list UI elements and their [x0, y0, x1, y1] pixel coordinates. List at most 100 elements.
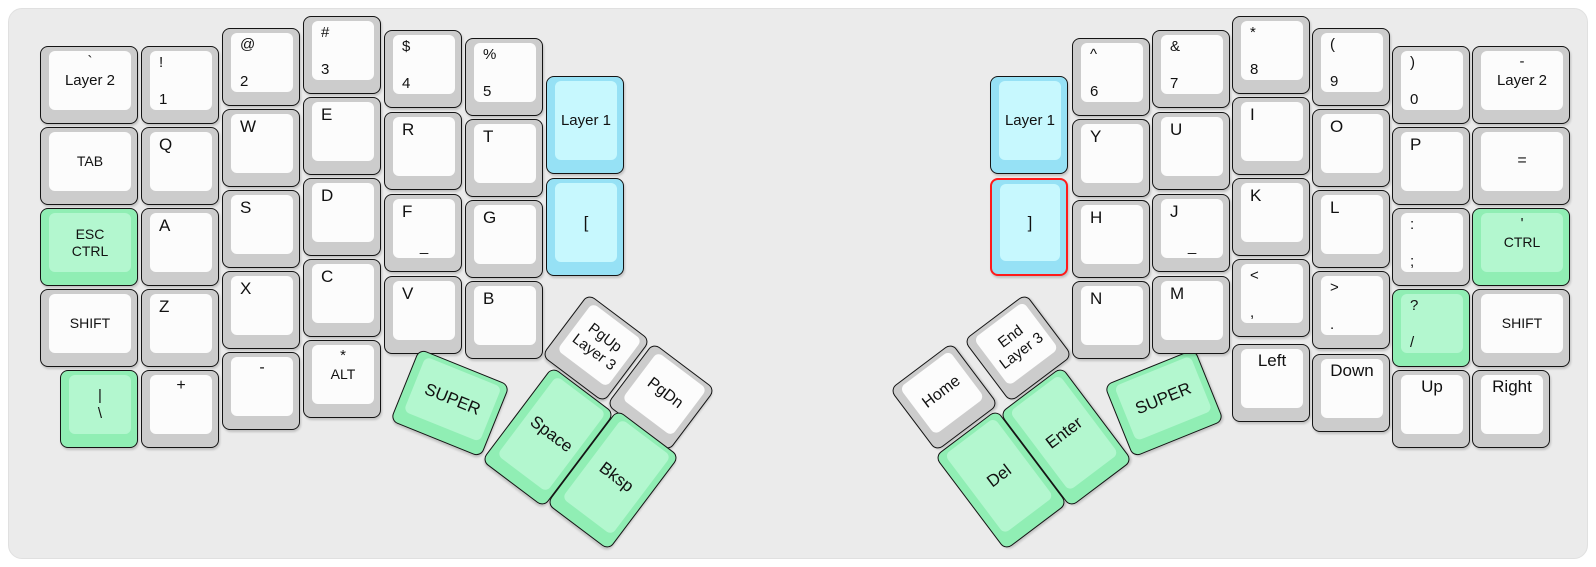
key-legend: PgDn — [643, 374, 687, 413]
keycap-face: SHIFT — [1481, 294, 1563, 353]
keycap-face: D — [312, 183, 374, 242]
keycap-face: Z — [150, 294, 212, 353]
key-legend: < — [1250, 267, 1259, 284]
key-k[interactable]: K — [1232, 178, 1310, 256]
key-left[interactable]: Left — [1232, 344, 1310, 422]
keycap-face: ?/ — [1401, 294, 1463, 353]
key-legend: ( — [1330, 36, 1335, 53]
key-legend: 3 — [321, 61, 330, 78]
key-0[interactable]: )0 — [1392, 46, 1470, 124]
key-period[interactable]: >. — [1312, 271, 1390, 349]
key-h[interactable]: H — [1072, 200, 1150, 278]
key-layer2-left[interactable]: Layer 2` — [40, 46, 138, 124]
key-legend: - — [259, 359, 265, 376]
key-legend: I — [1250, 105, 1255, 124]
key-6[interactable]: ^6 — [1072, 38, 1150, 116]
key-a[interactable]: A — [141, 208, 219, 286]
key-super-left[interactable]: SUPER — [389, 348, 511, 458]
key-legend: F — [402, 202, 413, 221]
key-5[interactable]: %5 — [465, 38, 543, 116]
key-comma[interactable]: <, — [1232, 259, 1310, 337]
key-right[interactable]: Right — [1472, 370, 1550, 448]
keycap-face: N — [1081, 286, 1143, 345]
key-j[interactable]: J_ — [1152, 194, 1230, 272]
key-w[interactable]: W — [222, 109, 300, 187]
key-e[interactable]: E — [303, 97, 381, 175]
keycap-face: %5 — [474, 43, 536, 102]
key-8[interactable]: *8 — [1232, 16, 1310, 94]
key-shift-left[interactable]: SHIFT — [40, 289, 138, 367]
key-star-alt[interactable]: ALT* — [303, 340, 381, 418]
key-quote-ctrl[interactable]: CTRL' — [1472, 208, 1570, 286]
key-legend: Layer 2 — [1496, 71, 1548, 89]
key-4[interactable]: $4 — [384, 30, 462, 108]
key-legend: 1 — [159, 91, 168, 108]
key-legend: SHIFT — [69, 315, 111, 332]
key-legend: Del — [983, 460, 1015, 491]
key-s[interactable]: S — [222, 190, 300, 268]
key-down[interactable]: Down — [1312, 354, 1390, 432]
key-legend: Space — [526, 411, 577, 456]
key-u[interactable]: U — [1152, 112, 1230, 190]
key-c[interactable]: C — [303, 259, 381, 337]
key-up[interactable]: Up — [1392, 370, 1470, 448]
key-pipe-backslash[interactable]: |\ — [60, 370, 138, 448]
key-legend: SUPER — [1132, 378, 1194, 418]
key-1[interactable]: !1 — [141, 46, 219, 124]
key-layer1-left[interactable]: Layer 1 — [546, 76, 624, 174]
keycap-face: Layer 2` — [49, 51, 131, 110]
keycap-face: (9 — [1321, 33, 1383, 92]
key-equals[interactable]: = — [1472, 127, 1570, 205]
keycap-face: Y — [1081, 124, 1143, 183]
key-rbracket[interactable]: ] — [990, 178, 1068, 276]
key-legend: V — [402, 284, 414, 303]
keycap-face: )0 — [1401, 51, 1463, 110]
key-question-slash[interactable]: ?/ — [1392, 289, 1470, 367]
key-y[interactable]: Y — [1072, 119, 1150, 197]
key-shift-right[interactable]: SHIFT — [1472, 289, 1570, 367]
key-d[interactable]: D — [303, 178, 381, 256]
keycap-face: <, — [1241, 264, 1303, 323]
keycap-face: SUPER — [403, 356, 502, 442]
key-o[interactable]: O — [1312, 109, 1390, 187]
key-t[interactable]: T — [465, 119, 543, 197]
key-f[interactable]: F_ — [384, 194, 462, 272]
key-legend: ) — [1410, 54, 1415, 71]
key-layer1-right[interactable]: Layer 1 — [990, 76, 1068, 174]
key-semicolon[interactable]: :; — [1392, 208, 1470, 286]
key-v[interactable]: V — [384, 276, 462, 354]
key-legend: Q — [159, 135, 173, 154]
key-legend: 7 — [1170, 75, 1179, 92]
key-z[interactable]: Z — [141, 289, 219, 367]
key-layer2-right[interactable]: Layer 2- — [1472, 46, 1570, 124]
key-p[interactable]: P — [1392, 127, 1470, 205]
key-b[interactable]: B — [465, 281, 543, 359]
key-3[interactable]: #3 — [303, 16, 381, 94]
keycap-face: X — [231, 276, 293, 335]
key-legend: M — [1170, 284, 1185, 303]
key-x[interactable]: X — [222, 271, 300, 349]
key-2[interactable]: @2 — [222, 28, 300, 106]
key-legend: Right — [1492, 377, 1532, 396]
key-minus[interactable]: - — [222, 352, 300, 430]
key-legend: U — [1170, 120, 1183, 139]
key-l[interactable]: L — [1312, 190, 1390, 268]
keycap-face: SHIFT — [49, 294, 131, 353]
key-legend: Home — [919, 372, 964, 412]
key-n[interactable]: N — [1072, 281, 1150, 359]
key-lbracket[interactable]: [ — [546, 178, 624, 276]
key-r[interactable]: R — [384, 112, 462, 190]
key-m[interactable]: M — [1152, 276, 1230, 354]
key-tab[interactable]: TAB — [40, 127, 138, 205]
key-legend: + — [176, 377, 186, 394]
key-legend: ; — [1410, 253, 1415, 270]
keycap-face: P — [1401, 132, 1463, 191]
key-i[interactable]: I — [1232, 97, 1310, 175]
key-plus[interactable]: + — [141, 370, 219, 448]
key-9[interactable]: (9 — [1312, 28, 1390, 106]
key-g[interactable]: G — [465, 200, 543, 278]
key-7[interactable]: &7 — [1152, 30, 1230, 108]
key-super-right[interactable]: SUPER — [1103, 348, 1225, 458]
key-q[interactable]: Q — [141, 127, 219, 205]
